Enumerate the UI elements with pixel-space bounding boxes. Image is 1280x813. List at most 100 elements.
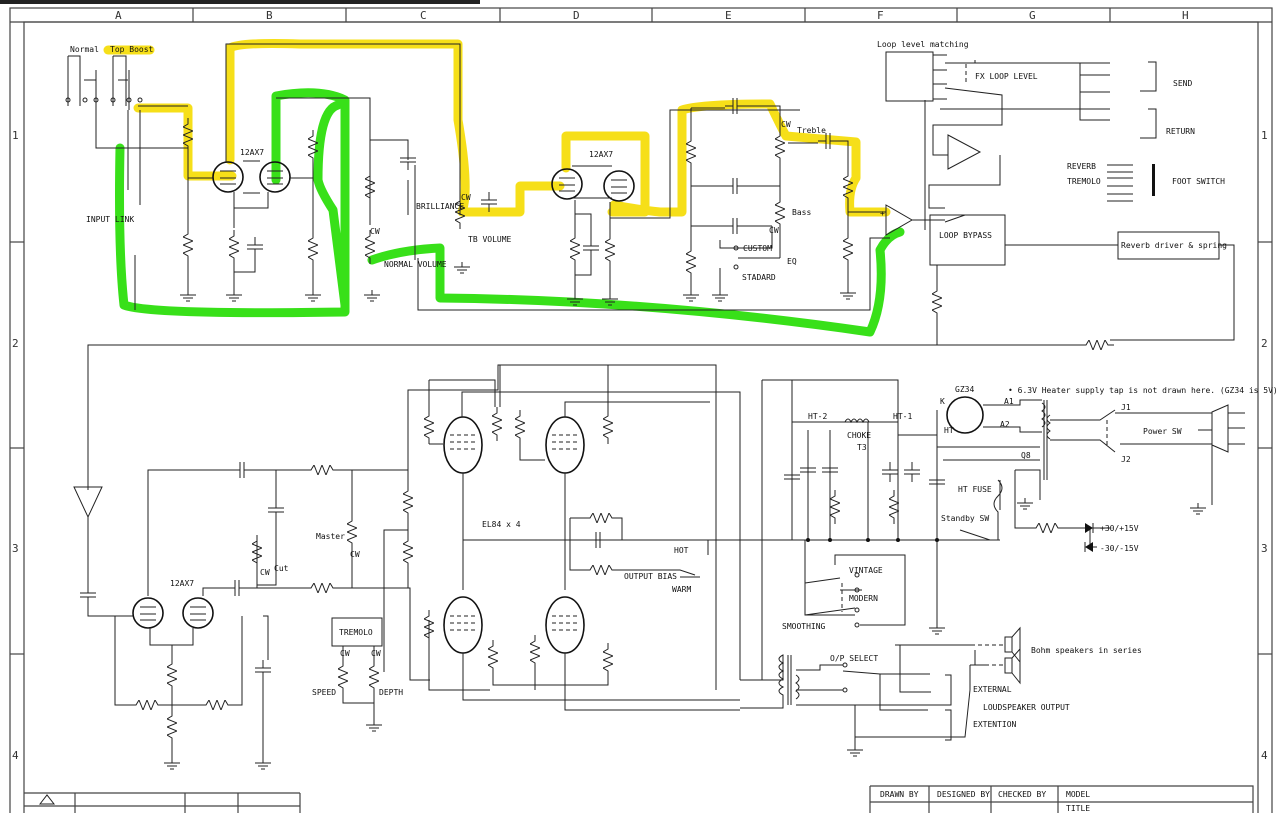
- row-1-right: 1: [1261, 129, 1268, 142]
- choke-label: CHOKE: [847, 431, 871, 440]
- treble-label: Treble: [797, 126, 826, 135]
- cw-label: CW: [371, 649, 381, 658]
- normal-volume-label: NORMAL VOLUME: [384, 260, 447, 269]
- model-label: MODEL: [1066, 790, 1090, 799]
- col-f: F: [877, 9, 884, 22]
- resistor: [183, 228, 193, 262]
- col-a: A: [115, 9, 122, 22]
- capacitor: [725, 178, 745, 194]
- minus-30v-label: -30/-15V: [1100, 544, 1139, 553]
- el84-power-tubes: EL84 x 4 HOT OUTPUT BIAS WARM: [405, 365, 741, 711]
- depth-pot: [369, 660, 379, 694]
- tremolo-box: [331, 617, 383, 647]
- resistor: [932, 285, 942, 319]
- row-3: 3: [12, 542, 19, 555]
- capacitor: [255, 660, 271, 680]
- external-label: EXTERNAL: [973, 685, 1012, 694]
- resistor: [200, 700, 234, 710]
- resistor: [1030, 523, 1064, 533]
- op-select-label: O/P SELECT: [830, 654, 878, 663]
- a2-label: A2: [1000, 420, 1010, 429]
- custom-label: CUSTOM: [743, 244, 772, 253]
- ht1-label: HT-1: [893, 412, 912, 421]
- row-1: 1: [12, 129, 19, 142]
- tb-volume-label: TB VOLUME: [468, 235, 512, 244]
- ground-icon: [1017, 498, 1033, 509]
- resistor: [605, 233, 615, 267]
- standard-label: STADARD: [742, 273, 776, 282]
- resistor: [167, 658, 177, 692]
- ground-icon: [366, 720, 382, 731]
- cw-label: CW: [769, 226, 779, 235]
- a1-label: A1: [1004, 397, 1014, 406]
- resistor: [492, 407, 502, 441]
- ground-icon: [929, 623, 945, 634]
- master-label: Master: [316, 532, 345, 541]
- v1-label: 12AX7: [240, 148, 264, 157]
- drawing-frame: A B C D E F G H 1 2 3 4 1 2 3 4: [9, 7, 1273, 813]
- volume-controls: CW NORMAL VOLUME BRILLIANCE CW TB VOLUME: [134, 97, 890, 311]
- capacitor: [904, 462, 920, 482]
- ground-icon: [364, 290, 380, 301]
- resistor: [570, 232, 580, 266]
- ground-icon: [847, 745, 863, 756]
- ground-icon: [683, 290, 699, 301]
- brilliance-label: BRILLIANCE: [416, 202, 464, 211]
- cw-label: CW: [781, 120, 791, 129]
- drawn-by-label: DRAWN BY: [880, 790, 919, 799]
- checked-by-label: CHECKED BY: [998, 790, 1046, 799]
- capacitor: [268, 500, 284, 520]
- power-sw-label: Power SW: [1143, 427, 1182, 436]
- resistor: [305, 465, 339, 475]
- resistor: [229, 230, 239, 264]
- modern-label: MODERN: [849, 594, 878, 603]
- reverb-fs-label: REVERB: [1067, 162, 1096, 171]
- title-label: TITLE: [1066, 804, 1090, 813]
- capacitor: [80, 585, 96, 605]
- resistor: [424, 410, 434, 444]
- col-g: G: [1029, 9, 1036, 22]
- top-boost-input-label: Top Boost: [110, 45, 154, 54]
- send-label: SEND: [1173, 79, 1192, 88]
- input-link-label: INPUT LINK: [86, 215, 134, 224]
- tremolo-fs-label: TREMOLO: [1067, 177, 1101, 186]
- ground-icon: [454, 262, 470, 273]
- title-block: DRAWN BY DESIGNED BY CHECKED BY MODEL TI…: [869, 785, 1254, 813]
- loop-level-matching-box: [885, 51, 934, 102]
- cut-label: Cut: [274, 564, 289, 573]
- normal-input-label: Normal: [70, 45, 99, 54]
- j2-label: J2: [1121, 455, 1131, 464]
- resistor: [167, 710, 177, 744]
- row-3-right: 3: [1261, 542, 1268, 555]
- col-c: C: [420, 9, 427, 22]
- revision-triangle-icon: [38, 794, 56, 805]
- gz34-rectifier: [946, 396, 984, 434]
- speed-pot: [338, 660, 348, 694]
- resistor: [305, 583, 339, 593]
- ht-fuse-label: HT FUSE: [958, 485, 992, 494]
- ground-icon: [226, 290, 242, 301]
- q8-label: Q8: [1021, 451, 1031, 460]
- ht2-label: HT-2: [808, 412, 827, 421]
- plus-sign: +: [880, 209, 885, 218]
- loop-bypass-label: LOOP BYPASS: [939, 231, 992, 240]
- ground-icon: [840, 288, 856, 299]
- output-bias-label: OUTPUT BIAS: [624, 572, 677, 581]
- row-4: 4: [12, 749, 19, 762]
- ground-icon: [180, 290, 196, 301]
- loudspeaker-output-label: LOUDSPEAKER OUTPUT: [983, 703, 1070, 712]
- tremolo-box-label: TREMOLO: [339, 628, 373, 637]
- bass-label: Bass: [792, 208, 811, 217]
- el84-label: EL84 x 4: [482, 520, 521, 529]
- col-d: D: [573, 9, 580, 22]
- vintage-label: VINTAGE: [849, 566, 883, 575]
- master-pot: [347, 515, 357, 549]
- depth-label: DEPTH: [379, 688, 403, 697]
- tone-stack: CW Treble Bass CW CUSTOM EQ STADARD: [683, 98, 886, 301]
- resistor: [130, 700, 164, 710]
- input-jacks: Normal Top Boost INPUT LINK: [65, 45, 188, 224]
- v3-label: 12AX7: [170, 579, 194, 588]
- resistor: [584, 565, 618, 575]
- bass-pot: [775, 196, 785, 230]
- ground-icon: [305, 290, 321, 301]
